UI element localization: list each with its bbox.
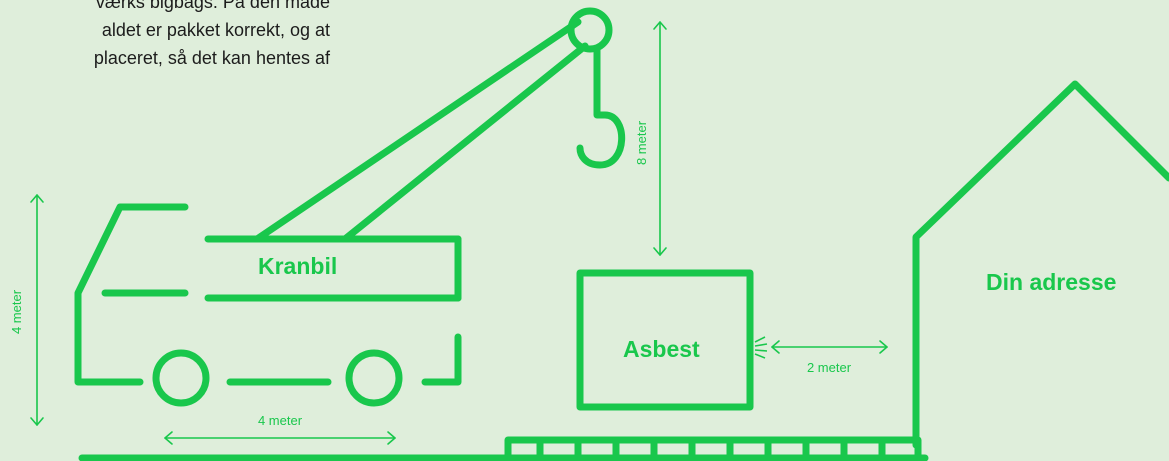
front-wheel [152, 349, 210, 407]
pallet [504, 436, 922, 461]
intro-text: værks bigbags. På den måde aldet er pakk… [0, 0, 330, 72]
distance-label: 2 meter [807, 360, 852, 375]
distance-arrow [771, 340, 888, 354]
rear-wheel [345, 349, 403, 407]
truck-height-arrow [30, 194, 44, 426]
crane-pulley [567, 7, 613, 53]
truck-height-label: 4 meter [9, 289, 24, 334]
intro-line: placeret, så det kan hentes af [93, 48, 330, 68]
asbestos-box [576, 269, 754, 411]
house-outline [912, 80, 1169, 449]
intro-line: værks bigbags. På den måde [95, 0, 330, 12]
truck-length-label: 4 meter [258, 413, 303, 428]
crane-hook-icon [576, 45, 626, 169]
asbestos-label: Asbest [623, 336, 700, 362]
crane-boom [253, 18, 589, 243]
hook-height-arrow [653, 21, 667, 256]
crane-truck-label: Kranbil [258, 253, 337, 279]
truck-length-arrow [164, 431, 396, 445]
address-label: Din adresse [986, 269, 1116, 295]
emission-marks [754, 336, 768, 359]
truck-body [204, 235, 462, 386]
intro-line: aldet er pakket korrekt, og at [101, 20, 330, 40]
hook-height-label: 8 meter [634, 120, 649, 165]
truck-cab [74, 203, 189, 386]
